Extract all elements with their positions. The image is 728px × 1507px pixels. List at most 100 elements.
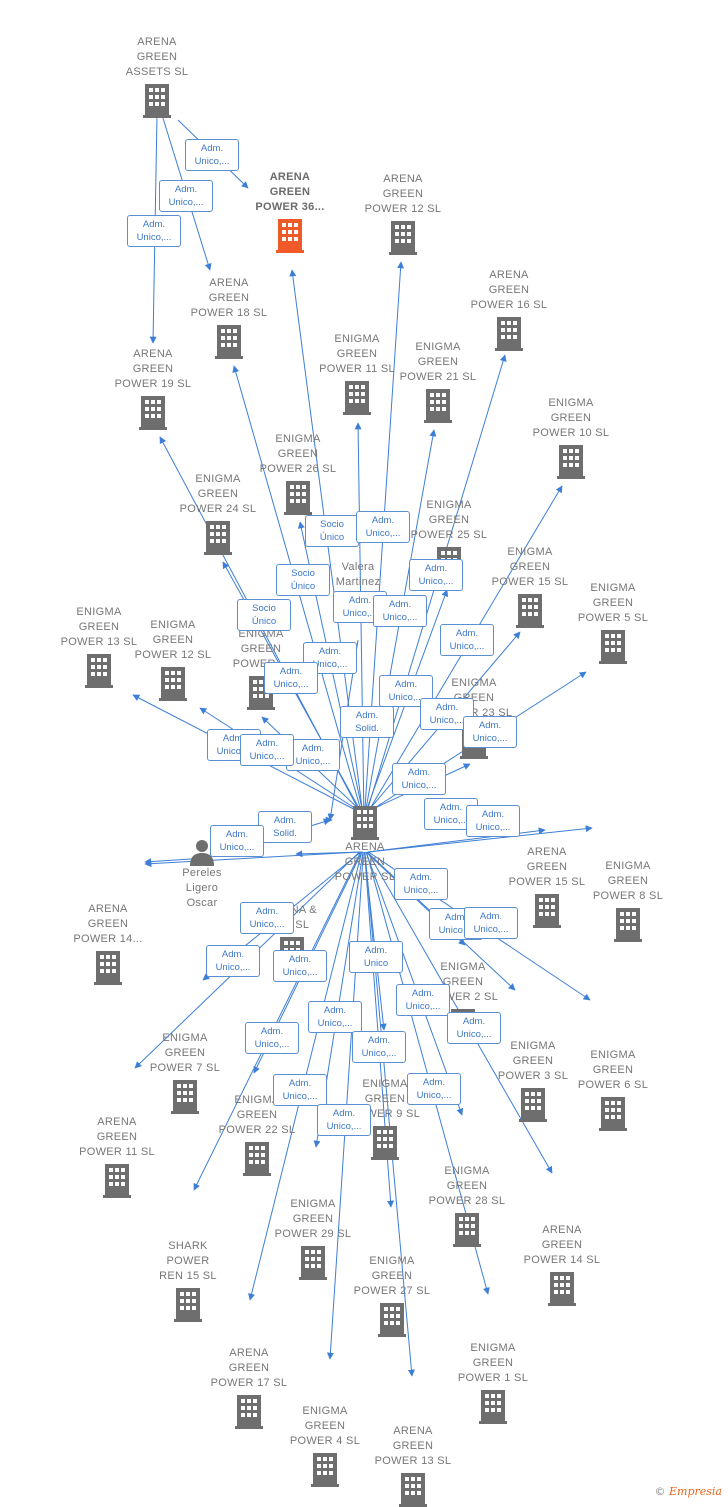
person-label: Pereles Ligero Oscar: [182, 867, 222, 909]
relation-label[interactable]: Adm. Unico,...: [394, 868, 448, 900]
company-node-n28[interactable]: ENIGMA GREEN POWER 22 SL: [202, 1093, 312, 1176]
relation-label[interactable]: Adm. Unico,...: [127, 215, 181, 247]
company-node-n3[interactable]: ARENA GREEN POWER 12 SL: [348, 172, 458, 255]
company-label: SHARK POWER REN 15 SL: [159, 1240, 217, 1282]
relation-label[interactable]: Adm. Unico,...: [206, 945, 260, 977]
company-node-n20[interactable]: ENIGMA GREEN POWER 8 SL: [573, 859, 683, 942]
company-node-n34[interactable]: ENIGMA GREEN POWER 27 SL: [337, 1254, 447, 1337]
company-label: ARENA GREEN POWER 17 SL: [210, 1347, 288, 1389]
relation-label[interactable]: Adm. Unico,...: [463, 716, 517, 748]
relation-label[interactable]: Socio Único: [237, 599, 291, 631]
company-label: ENIGMA GREEN POWER 5 SL: [577, 582, 649, 624]
relation-label[interactable]: Adm. Unico,...: [308, 1001, 362, 1033]
building-icon: [85, 654, 113, 688]
company-node-n10[interactable]: ENIGMA GREEN POWER 26 SL: [243, 432, 353, 515]
relation-label[interactable]: Adm. Unico,...: [352, 1031, 406, 1063]
company-label: ENIGMA GREEN POWER 1 SL: [457, 1342, 529, 1384]
relation-label[interactable]: Adm. Solid.: [340, 706, 394, 738]
relation-label[interactable]: Socio Único: [276, 564, 330, 596]
company-node-n7[interactable]: ENIGMA GREEN POWER 21 SL: [383, 340, 493, 423]
edge-n22: [295, 850, 363, 858]
building-icon: [371, 1126, 399, 1160]
relation-label[interactable]: Adm. Unico,...: [392, 763, 446, 795]
relation-label[interactable]: Adm. Unico,...: [264, 662, 318, 694]
building-icon: [343, 381, 371, 415]
building-icon: [599, 630, 627, 664]
relation-label[interactable]: Adm. Unico,...: [245, 1022, 299, 1054]
company-node-n5[interactable]: ARENA GREEN POWER 18 SL: [174, 276, 284, 359]
company-node-n11[interactable]: ENIGMA GREEN POWER 24 SL: [163, 472, 273, 555]
building-icon: [424, 389, 452, 423]
company-node-n25[interactable]: ENIGMA GREEN POWER 3 SL: [478, 1039, 588, 1122]
company-label: ENIGMA GREEN POWER 24 SL: [179, 473, 257, 515]
building-icon: [351, 806, 379, 840]
relation-label[interactable]: Socio Único: [305, 515, 359, 547]
building-icon: [139, 396, 167, 430]
relation-label[interactable]: Adm. Unico,...: [273, 950, 327, 982]
company-node-n14[interactable]: ENIGMA GREEN POWER 5 SL: [558, 581, 668, 664]
relation-label[interactable]: Adm. Unico,...: [440, 624, 494, 656]
building-icon: [215, 325, 243, 359]
center-company-node[interactable]: ARENA GREEN POWER SL: [310, 802, 420, 885]
relation-label[interactable]: Adm. Unico,...: [273, 1074, 327, 1106]
company-node-n13[interactable]: ENIGMA GREEN POWER 15 SL: [475, 545, 585, 628]
company-node-n15[interactable]: ENIGMA GREEN POWER 13 SL: [44, 605, 154, 688]
company-label: ENIGMA GREEN POWER 15 SL: [491, 546, 569, 588]
company-node-n9[interactable]: ENIGMA GREEN POWER 10 SL: [516, 396, 626, 479]
brand-logo: Empresia: [669, 1485, 722, 1498]
relation-label[interactable]: Adm. Unico,...: [407, 1073, 461, 1105]
building-icon: [171, 1080, 199, 1114]
person-node-p2[interactable]: Pereles Ligero Oscar: [147, 838, 257, 911]
company-node-n21[interactable]: ARENA GREEN POWER 14...: [53, 902, 163, 985]
company-node-n1[interactable]: ARENA GREEN ASSETS SL: [102, 35, 212, 118]
building-icon: [235, 1395, 263, 1429]
relation-label[interactable]: Adm. Unico,...: [185, 139, 239, 171]
person-icon: [190, 840, 214, 866]
company-node-n32[interactable]: ARENA GREEN POWER 14 SL: [507, 1223, 617, 1306]
company-label: ARENA GREEN POWER 11 SL: [79, 1116, 155, 1158]
company-node-n6[interactable]: ENIGMA GREEN POWER 11 SL: [302, 332, 412, 415]
company-label: ENIGMA GREEN POWER 12 SL: [134, 619, 212, 661]
company-node-n36[interactable]: ARENA GREEN POWER 17 SL: [194, 1346, 304, 1429]
company-label: ENIGMA GREEN POWER 25 SL: [410, 499, 488, 541]
company-node-n8[interactable]: ARENA GREEN POWER 19 SL: [98, 347, 208, 430]
company-node-n19[interactable]: ARENA GREEN POWER 15 SL: [492, 845, 602, 928]
relation-label[interactable]: Adm. Unico,...: [464, 907, 518, 939]
company-label: ENIGMA GREEN POWER 7 SL: [149, 1032, 221, 1074]
relation-label[interactable]: Adm. Unico,...: [240, 734, 294, 766]
company-node-n35[interactable]: ENIGMA GREEN POWER 1 SL: [438, 1341, 548, 1424]
relation-label[interactable]: Adm. Unico,...: [159, 180, 213, 212]
building-icon: [311, 1453, 339, 1487]
company-node-n24[interactable]: ENIGMA GREEN POWER 7 SL: [130, 1031, 240, 1114]
company-label: ARENA GREEN POWER 14 SL: [523, 1224, 601, 1266]
relation-label[interactable]: Adm. Unico,...: [466, 805, 520, 837]
relation-label[interactable]: Adm. Unico,...: [409, 559, 463, 591]
building-icon: [453, 1213, 481, 1247]
relation-label[interactable]: Adm. Unico,...: [210, 825, 264, 857]
relation-label[interactable]: Adm. Unico,...: [447, 1012, 501, 1044]
relation-label[interactable]: Adm. Unico,...: [240, 902, 294, 934]
company-node-n2[interactable]: ARENA GREEN POWER 36...: [235, 170, 345, 253]
relation-label[interactable]: Adm. Unico,...: [317, 1104, 371, 1136]
company-node-n31[interactable]: ENIGMA GREEN POWER 29 SL: [258, 1197, 368, 1280]
company-node-n37[interactable]: ENIGMA GREEN POWER 4 SL: [270, 1404, 380, 1487]
relation-label[interactable]: Adm. Unico: [349, 941, 403, 973]
company-label: ENIGMA GREEN POWER 22 SL: [218, 1094, 296, 1136]
relation-label[interactable]: Adm. Solid.: [258, 811, 312, 843]
relation-label[interactable]: Adm. Unico,...: [373, 595, 427, 627]
company-node-n38[interactable]: ARENA GREEN POWER 13 SL: [358, 1424, 468, 1507]
company-node-n27[interactable]: ARENA GREEN POWER 11 SL: [62, 1115, 172, 1198]
building-icon: [276, 219, 304, 253]
building-icon: [516, 594, 544, 628]
building-icon: [399, 1473, 427, 1507]
company-node-n4[interactable]: ARENA GREEN POWER 16 SL: [454, 268, 564, 351]
company-node-n16[interactable]: ENIGMA GREEN POWER 12 SL: [118, 618, 228, 701]
company-node-n30[interactable]: ENIGMA GREEN POWER 28 SL: [412, 1164, 522, 1247]
company-label: ENIGMA GREEN POWER 4 SL: [289, 1405, 361, 1447]
company-label: ENIGMA GREEN POWER 26 SL: [259, 433, 337, 475]
company-node-n26[interactable]: ENIGMA GREEN POWER 6 SL: [558, 1048, 668, 1131]
relation-label[interactable]: Adm. Unico,...: [396, 984, 450, 1016]
company-node-n33[interactable]: SHARK POWER REN 15 SL: [133, 1239, 243, 1322]
relation-label[interactable]: Adm. Unico,...: [356, 511, 410, 543]
relation-label[interactable]: Adm. Unico,...: [286, 739, 340, 771]
